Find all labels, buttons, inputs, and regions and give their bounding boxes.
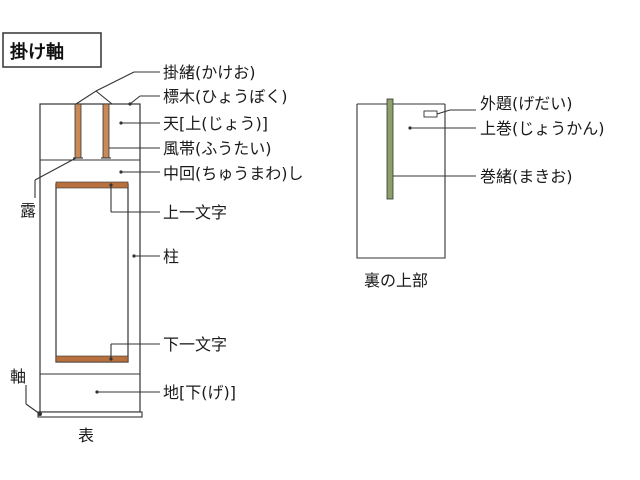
upper-ichimonji-band <box>55 181 129 189</box>
label-nakamawashi: 中回(ちゅうまわ)し <box>163 164 304 183</box>
label-jouichimonji: 上一文字 <box>163 203 227 222</box>
label-joukan: 上巻(じょうかん) <box>480 119 605 138</box>
label-ten: 天[上(じょう)] <box>163 114 268 133</box>
label-makio: 巻緒(まきお) <box>480 167 573 186</box>
label-jiku: 軸 <box>10 367 26 386</box>
front-view <box>37 90 143 418</box>
makio-strip <box>386 98 394 200</box>
diagram-title: 掛け軸 <box>10 41 64 63</box>
fuutai-strip-left <box>74 103 82 159</box>
artwork-frame <box>55 183 129 363</box>
label-geichimonji: 下一文字 <box>163 335 227 354</box>
back-caption: 裏の上部 <box>364 271 428 290</box>
label-fuutai: 風帯(ふうたい) <box>163 139 272 158</box>
back-labels: 外題(げだい) 上巻(じょうかん) 巻緒(まきお) 裏の上部 <box>364 94 605 290</box>
back-leaders <box>393 109 476 177</box>
label-gedai: 外題(げだい) <box>480 94 573 113</box>
back-view <box>356 98 446 259</box>
title-box: 掛け軸 <box>2 32 102 68</box>
label-hashira: 柱 <box>163 247 179 266</box>
label-tsuyu: 露 <box>20 201 36 220</box>
back-frame <box>356 104 446 259</box>
fuutai-strip-right <box>102 103 110 159</box>
bottom-rod <box>37 411 143 418</box>
hanging-cord <box>75 90 113 105</box>
label-kakeo: 掛緒(かけお) <box>163 63 256 82</box>
gedai-tab <box>423 110 438 118</box>
label-hyougi: 標木(ひょうぼく) <box>163 87 288 106</box>
label-chi: 地[下(げ)] <box>163 383 236 402</box>
front-labels: 掛緒(かけお) 標木(ひょうぼく) 天[上(じょう)] 風帯(ふうたい) 中回(… <box>10 63 304 445</box>
lower-ichimonji-band <box>55 355 129 363</box>
front-leaders <box>25 71 160 415</box>
front-caption: 表 <box>78 426 94 445</box>
